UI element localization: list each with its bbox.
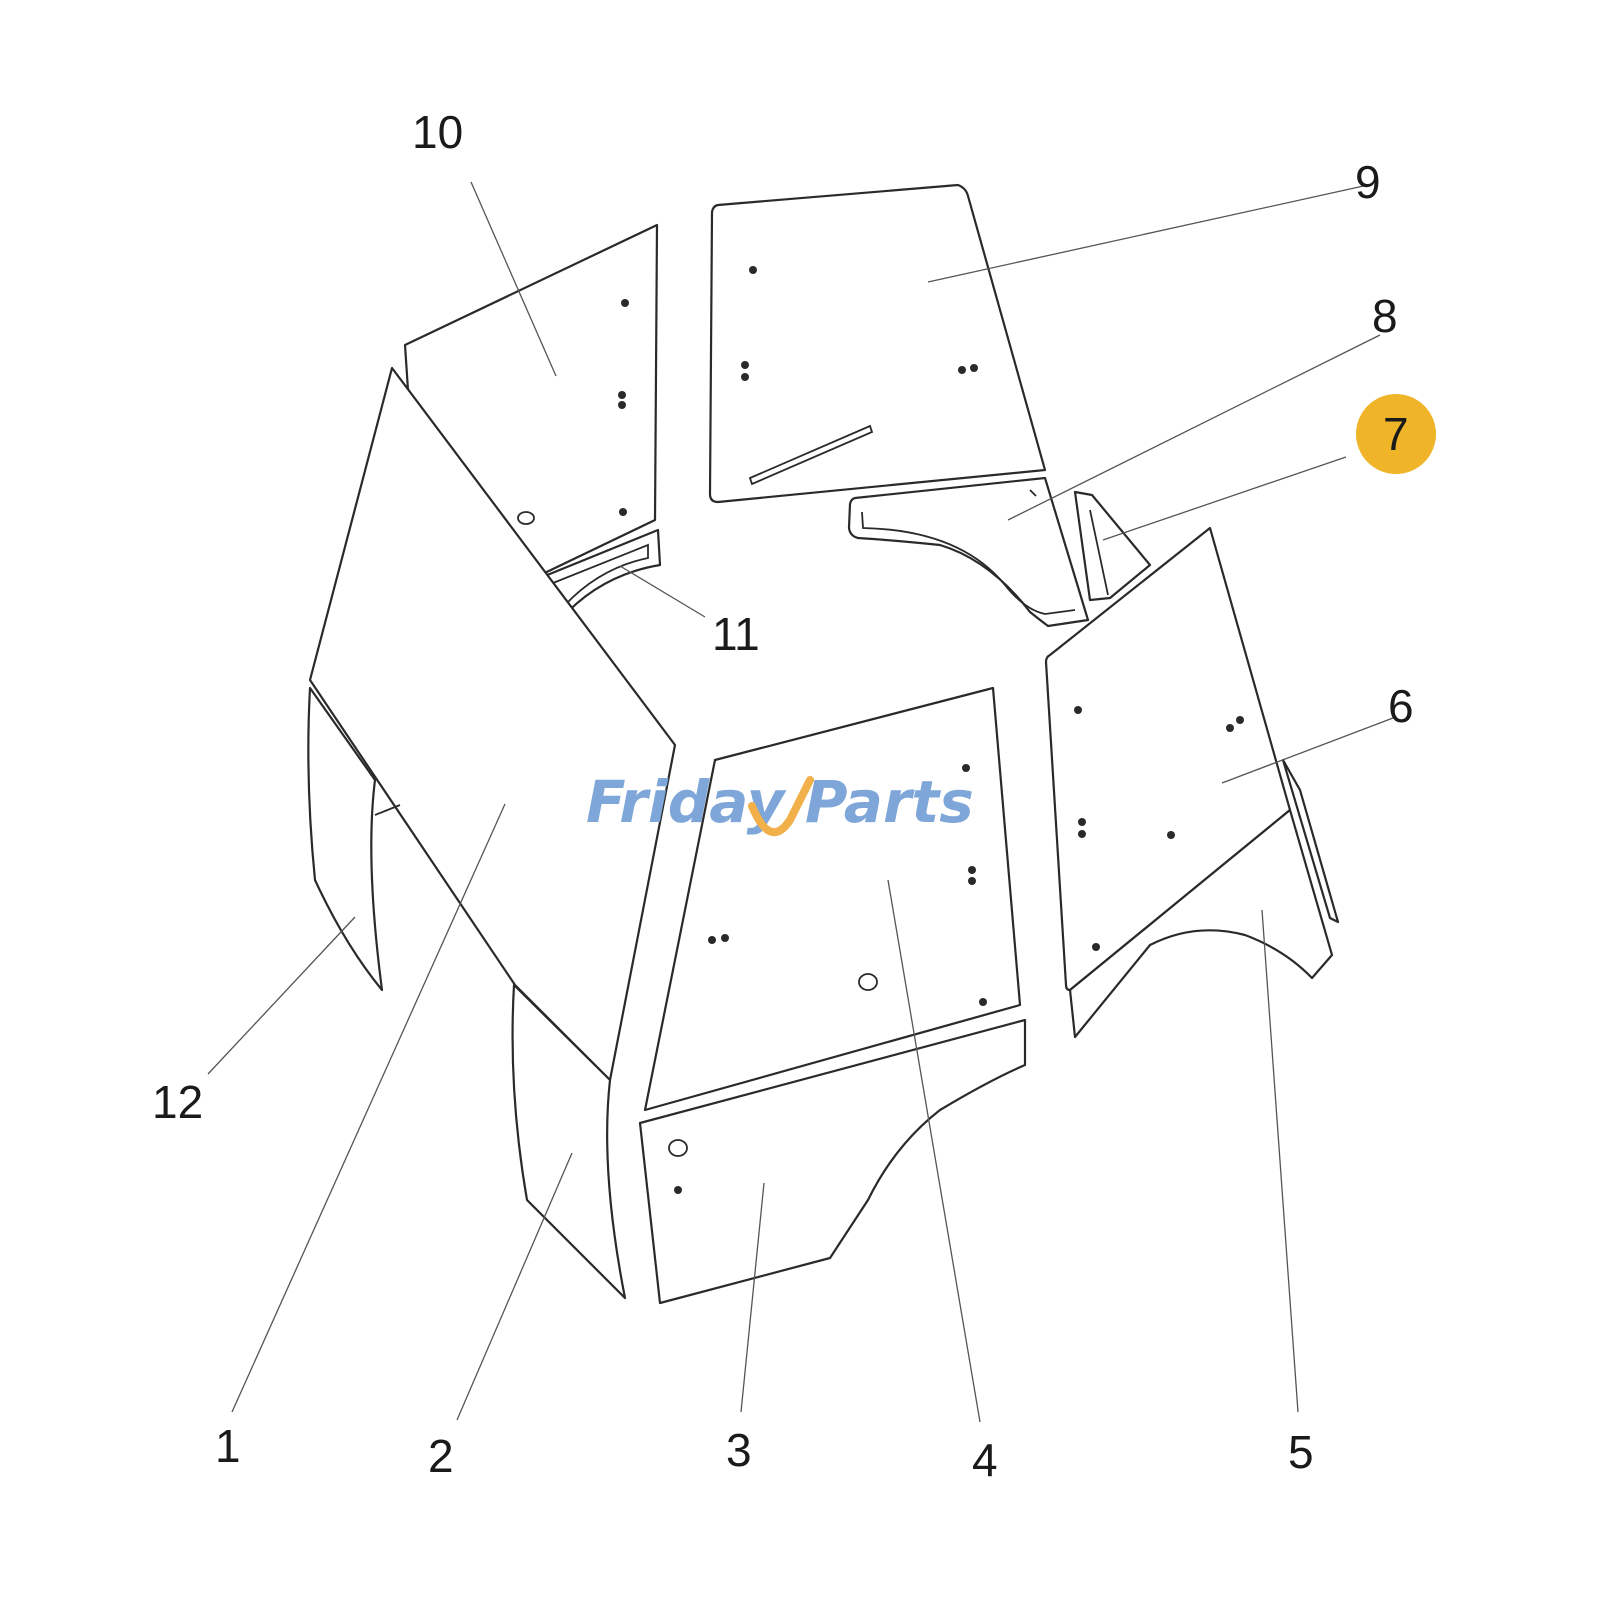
callout-10[interactable]: 10 bbox=[412, 106, 463, 158]
callout-8[interactable]: 8 bbox=[1372, 290, 1398, 342]
friday-parts-watermark: Friday Parts bbox=[586, 768, 974, 837]
callout-12[interactable]: 12 bbox=[152, 1076, 203, 1128]
part-7-glass bbox=[1073, 490, 1152, 602]
callout-11[interactable]: 11 bbox=[712, 608, 760, 660]
callout-1[interactable]: 1 bbox=[215, 1420, 241, 1472]
callout-9[interactable]: 9 bbox=[1355, 156, 1381, 208]
callout-7-highlight-icon bbox=[1356, 394, 1436, 474]
callout-4[interactable]: 4 bbox=[972, 1434, 998, 1486]
watermark-swoosh-icon bbox=[748, 776, 814, 837]
part-3-glass bbox=[638, 1018, 1027, 1305]
callout-5[interactable]: 5 bbox=[1288, 1426, 1314, 1478]
watermark-right-text: Parts bbox=[805, 768, 974, 836]
callout-3[interactable]: 3 bbox=[726, 1424, 752, 1476]
part-5-glass bbox=[1068, 808, 1334, 1039]
callout-2[interactable]: 2 bbox=[428, 1430, 454, 1482]
part-9-glass bbox=[708, 183, 1047, 504]
callout-labels: 10 9 8 7 11 6 12 1 2 3 4 5 bbox=[152, 106, 1414, 1486]
part-8-glass bbox=[847, 476, 1090, 628]
leader-lines bbox=[207, 181, 1394, 1423]
part-4-glass bbox=[643, 686, 1022, 1112]
part-12-glass bbox=[307, 686, 401, 992]
part-2-glass bbox=[511, 983, 627, 1300]
callout-7[interactable]: 7 bbox=[1383, 408, 1409, 460]
part-6-edge-strip bbox=[1281, 758, 1340, 924]
callout-6[interactable]: 6 bbox=[1388, 680, 1414, 732]
watermark-left-text: Friday bbox=[586, 768, 787, 836]
